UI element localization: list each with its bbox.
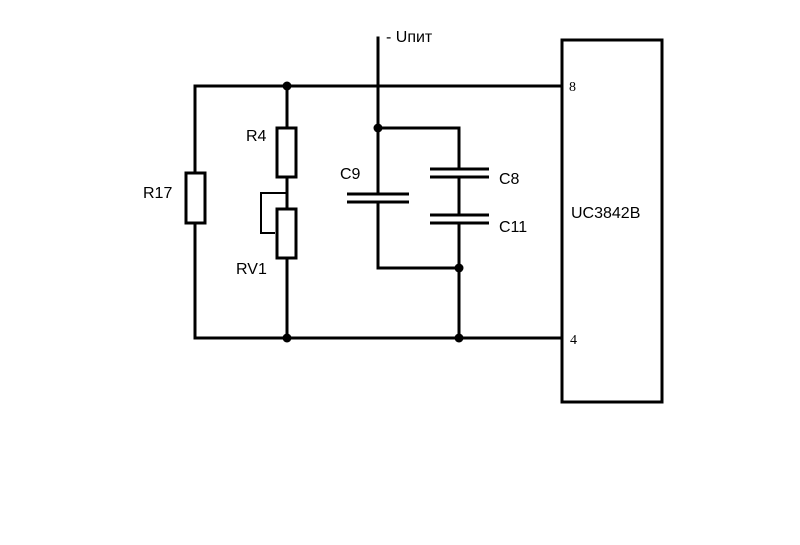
ic-uc3842b-body bbox=[560, 38, 664, 404]
junction-supply bbox=[373, 123, 383, 133]
resistor-r17 bbox=[184, 171, 207, 225]
label-r4: R4 bbox=[246, 128, 267, 145]
pin-4-label: 4 bbox=[570, 333, 577, 348]
junction-dots bbox=[282, 81, 464, 343]
capacitor-c8 bbox=[430, 167, 489, 179]
wires bbox=[193, 36, 564, 340]
junction-top-r4 bbox=[282, 81, 292, 91]
capacitor-c9 bbox=[347, 192, 409, 204]
supply-label: - Uпит bbox=[386, 29, 433, 46]
capacitor-c11 bbox=[430, 213, 489, 225]
ic-name-label: UC3842B bbox=[571, 205, 640, 222]
label-c11: C11 bbox=[499, 219, 527, 236]
label-c8: C8 bbox=[499, 171, 520, 188]
junction-bottom-r4 bbox=[282, 333, 292, 343]
label-c9: C9 bbox=[340, 166, 361, 183]
pin-8-label: 8 bbox=[569, 80, 576, 95]
potentiometer-rv1 bbox=[275, 207, 298, 260]
label-r17: R17 bbox=[143, 185, 172, 202]
label-rv1: RV1 bbox=[236, 261, 267, 278]
resistor-r4 bbox=[275, 126, 298, 179]
junction-cap-bottom bbox=[454, 263, 464, 273]
rv1-wiper-wire bbox=[260, 192, 287, 234]
junction-bottom-c11 bbox=[454, 333, 464, 343]
